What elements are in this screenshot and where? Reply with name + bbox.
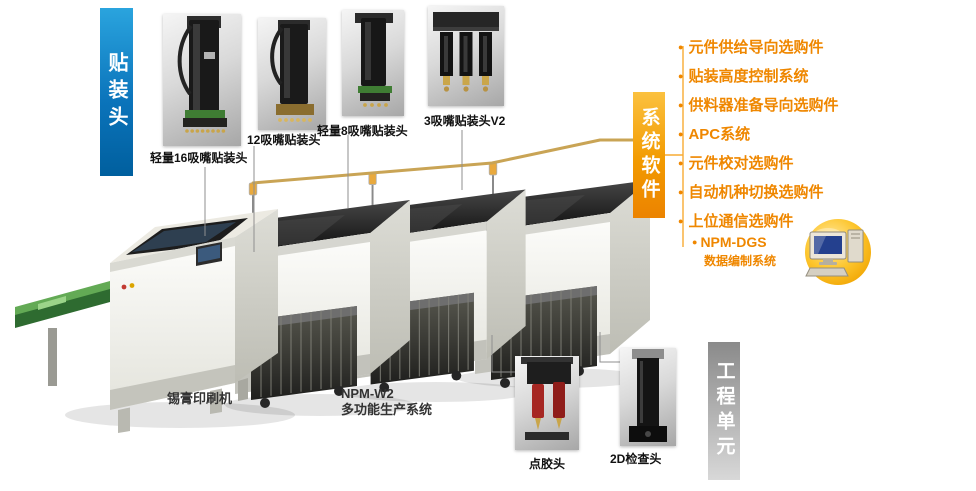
head-image-3-nozzle-v2	[428, 6, 504, 106]
inspection-head-image	[620, 348, 676, 446]
pcb-conveyor	[15, 281, 110, 386]
bullet-icon: ●	[678, 41, 684, 52]
callout-lines	[204, 130, 622, 373]
placement-head-banner: 贴装头	[100, 8, 133, 176]
software-option: ● 元件校对选购件	[678, 148, 838, 177]
bullet-icon: ●	[692, 237, 698, 247]
software-option: ● 自动机种切换选购件	[678, 177, 838, 206]
software-option: ● 贴装高度控制系统	[678, 61, 838, 90]
option-label: 自动机种切换选购件	[688, 184, 824, 201]
system-name: NPM-W2	[341, 386, 394, 401]
dispensing-head-label: 点胶头	[529, 457, 566, 471]
system-connector-line	[251, 138, 635, 185]
option-label: 元件校对选购件	[688, 155, 794, 172]
option-label: 上位通信选购件	[688, 213, 794, 230]
bullet-icon: ●	[678, 186, 684, 197]
printer-machine	[15, 209, 278, 433]
dispensing-head-graphic	[521, 357, 573, 440]
software-option: ● 供料器准备导向选购件	[678, 90, 838, 119]
head-label-12-nozzle: 12吸嘴贴装头	[247, 133, 321, 147]
nozzle-head-8-graphic	[355, 13, 393, 107]
system-software-banner: 系统软件	[633, 92, 665, 218]
head-image-8-nozzle	[342, 10, 404, 116]
npm-dgs-label: ● NPM-DGS 数据编制系统	[692, 234, 776, 269]
npm-dgs-desc: 数据编制系统	[704, 254, 777, 268]
software-option: ● 上位通信选购件	[678, 206, 838, 235]
process-unit-banner: 工程单元	[708, 342, 740, 480]
computer-icon	[805, 219, 871, 285]
head-label-16-nozzle: 轻量16吸嘴贴装头	[150, 151, 248, 165]
bullet-icon: ●	[678, 215, 684, 226]
bullet-icon: ●	[678, 70, 684, 81]
nozzle-head-16-graphic	[177, 16, 227, 133]
option-label: 元件供给导向选购件	[688, 39, 824, 56]
option-label: 供料器准备导向选购件	[688, 97, 839, 114]
npm-dgs-name: NPM-DGS	[700, 234, 767, 250]
dispensing-head-image	[515, 356, 579, 450]
bullet-icon: ●	[678, 128, 684, 139]
software-option: ● 元件供给导向选购件	[678, 32, 838, 61]
system-desc: 多功能生产系统	[341, 402, 433, 417]
inspection-head-label: 2D检查头	[610, 452, 662, 466]
production-line-illustration	[15, 130, 651, 433]
head-label-3-nozzle-v2: 3吸嘴贴装头V2	[424, 114, 506, 128]
nozzle-head-3-graphic	[433, 12, 499, 92]
head-image-12-nozzle	[258, 18, 326, 130]
nozzle-head-12-graphic	[270, 20, 314, 122]
head-label-8-nozzle: 轻量8吸嘴贴装头	[317, 124, 408, 138]
npm-dgs-name-row: ● NPM-DGS	[692, 234, 776, 250]
options-connector-lines	[665, 46, 684, 247]
option-label: 贴装高度控制系统	[688, 68, 809, 85]
bullet-icon: ●	[678, 157, 684, 168]
inspection-head-graphic	[629, 349, 667, 442]
software-option: ● APC系统	[678, 119, 838, 148]
head-image-16-nozzle	[163, 14, 241, 146]
option-label: APC系统	[688, 126, 751, 143]
system-label: NPM-W2 多功能生产系统	[341, 386, 432, 418]
software-options-list: ●元件供给导向选购件 ●贴装高度控制系统 ●供料器准备导向选购件 ●APC系统 …	[678, 32, 838, 235]
bullet-icon: ●	[678, 99, 684, 110]
printer-label: 锡膏印刷机	[167, 391, 233, 406]
